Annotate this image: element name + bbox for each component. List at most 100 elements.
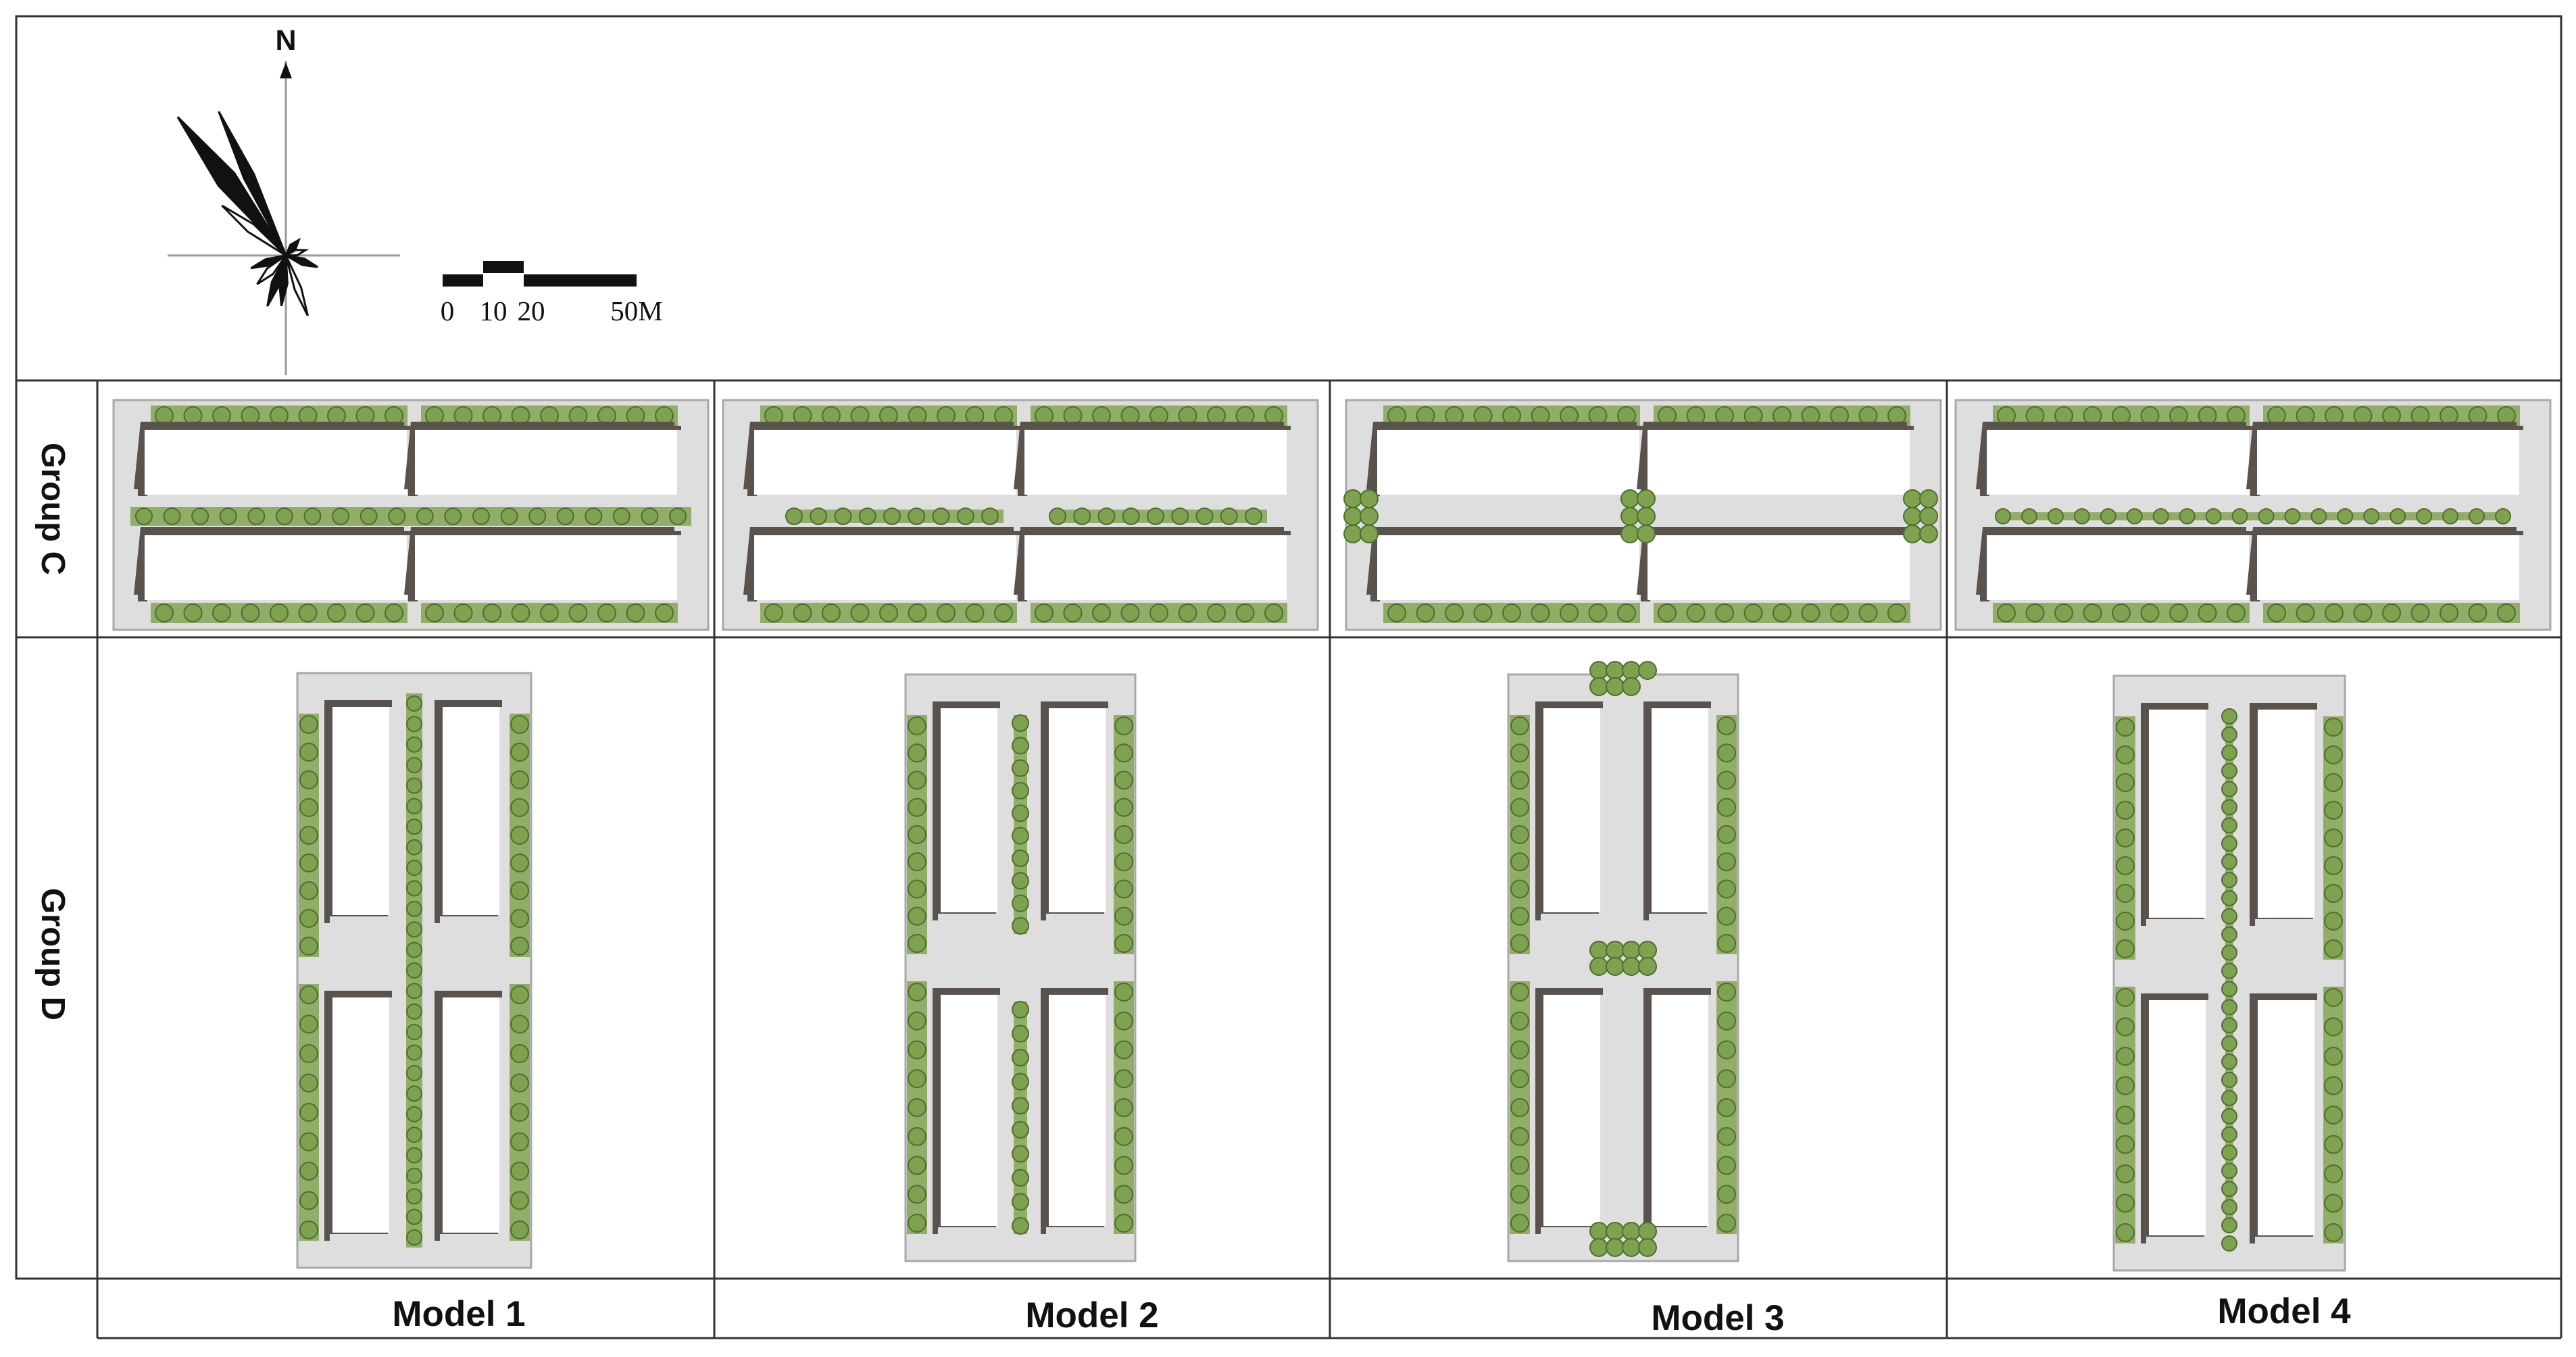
group-c-model-1-bottom-row-tree [482, 603, 501, 622]
group-c-model-4-bottom-row-tree [2410, 603, 2430, 622]
group-c-model-3-bottom-row-tree [1617, 603, 1636, 622]
group-c-model-3-building-ne-roof [1648, 430, 1910, 495]
group-c-model-1-bottom-row-tree [298, 603, 318, 622]
group-d-model-4-east-row-tree [2324, 773, 2343, 792]
group-d-model-1-east-row-tree [510, 715, 529, 734]
group-d-model-3-west-row-tree [1510, 1185, 1529, 1204]
group-d-model-1-center-row-tree [406, 1085, 422, 1102]
group-d-model-4-center-row-tree [2221, 889, 2237, 906]
group-c-model-3-building-se-roof [1648, 535, 1910, 600]
group-c-model-3-building-nw-roof [1377, 430, 1639, 495]
group-c-model-1-center-row-tree [275, 508, 293, 525]
group-d-model-1-east-row-tree [510, 1191, 529, 1210]
group-d-model-1-center-row-tree [406, 962, 422, 979]
group-d-model-3-tree-cluster-0 [1638, 661, 1657, 680]
group-d-model-1-building-ne-roof [443, 707, 499, 915]
group-c-model-2-bottom-row-tree [764, 603, 783, 622]
group-d-model-2-west-row-tree [908, 797, 926, 817]
group-c-model-1-bottom-row-tree [453, 603, 473, 622]
group-d-model-4-west-row-tree [2116, 912, 2135, 931]
group-d-model-4-center-row-tree [2221, 744, 2237, 761]
wind-rose-icon [176, 111, 318, 316]
group-d-model-1-west-row-tree [299, 985, 318, 1004]
group-d-model-1-center-row-tree [406, 1208, 422, 1225]
group-d-model-3-west-row-tree [1510, 1040, 1529, 1060]
group-c-model-3-building-sw-roof [1377, 535, 1639, 600]
scale-label-50m: 50M [610, 295, 662, 326]
group-c-model-4-center-row-tree [2179, 508, 2196, 524]
group-c-model-4-center-row-tree [2073, 508, 2090, 524]
group-d-model-3-west-row-tree [1510, 1069, 1529, 1089]
group-d-model-4-west-row-tree [2116, 1164, 2135, 1183]
group-c-model-4-bottom-row-tree [2439, 603, 2458, 622]
group-c-model-1-building-se-shadow [404, 527, 681, 601]
group-d-model-2-east-row-tree [1114, 852, 1133, 872]
group-d-model-2-center-row-tree [1012, 1145, 1029, 1163]
group-c-model-1-bottom-row-tree [212, 603, 231, 622]
row-label-group-d: Group D [34, 888, 71, 1020]
group-c-model-4-bottom-row-tree [2468, 603, 2487, 622]
group-d-model-2-east-row-tree [1114, 1156, 1133, 1175]
group-d-model-1-center-row-tree [406, 941, 422, 958]
group-d-model-1-west-row-tree [299, 937, 318, 956]
group-d-model-4-center-row-tree [2221, 1235, 2237, 1252]
group-c-model-2-building-sw-roof [754, 535, 1016, 600]
group-d-model-3-west-row-tree [1510, 983, 1529, 1002]
group-c-model-3-bottom-row-tree [1473, 603, 1493, 622]
group-c-model-4-bottom-row-tree [2054, 603, 2073, 622]
group-d-model-4-center-row-tree [2221, 1126, 2237, 1143]
group-c-model-1-building-sw-shadow [134, 527, 411, 601]
group-c-model-2-building-se-shadow [1014, 527, 1291, 601]
group-c-model-1-bottom-row-tree [626, 603, 645, 622]
group-c-model-4-center-row-tree [2310, 508, 2327, 524]
wind-rose-petal-9 [278, 255, 289, 307]
group-d-model-4-center-row-tree [2221, 762, 2237, 779]
group-c-model-3-tree-cluster-1 [1620, 507, 1639, 526]
group-c-model-3-tree-cluster-2 [1903, 524, 1922, 543]
group-c-model-4-center-row-tree [2363, 508, 2380, 524]
group-d-model-2-west-row-tree [908, 1098, 926, 1117]
group-d-model-3-tree-cluster-0 [1606, 661, 1625, 680]
group-d-model-2-west-row-tree [908, 852, 926, 872]
group-c-model-1-center-row-tree [332, 508, 350, 525]
wind-rose-petal-10 [256, 254, 287, 285]
group-d-model-1-east-row-tree [510, 743, 529, 762]
group-d-model-3-tree-cluster-1 [1589, 941, 1608, 960]
group-c-model-4-bottom-row-tree [2198, 603, 2217, 622]
group-d-model-3-west-row-tree [1510, 934, 1529, 953]
group-c-model-1-center-row-tree [612, 508, 630, 525]
group-c-model-4-bottom-row-tree [2169, 603, 2188, 622]
group-d-model-2-east-row-tree [1114, 1069, 1133, 1089]
group-d-model-2-west-row-tree [908, 906, 926, 926]
group-d-model-1-center-row-tree [406, 757, 422, 774]
group-c-model-4-building-se-shadow [2246, 527, 2523, 601]
group-c-model-1-center-row-tree [416, 508, 434, 525]
group-d-model-1-west-row-tree [299, 881, 318, 900]
group-c-model-3-tree-cluster-2 [1919, 489, 1938, 508]
group-c-model-4-bottom-row-tree [2267, 603, 2286, 622]
group-d-model-3-east-row-tree [1717, 1040, 1736, 1060]
group-c-model-4-bottom-row-tree [2325, 603, 2344, 622]
group-d-model-3-tree-cluster-0 [1622, 677, 1641, 696]
group-c-model-1-bottom-row-tree [655, 603, 674, 622]
group-d-model-4-center-row-tree [2221, 908, 2237, 924]
group-d-model-4-east-row-tree [2324, 1164, 2343, 1183]
group-d-model-2-east-row-tree [1114, 879, 1133, 899]
group-d-model-3-tree-cluster-1 [1638, 941, 1657, 960]
group-d-model-3-east-row-tree [1717, 983, 1736, 1002]
group-c-model-2-building-nw-roof [754, 430, 1016, 495]
group-d-model-3-tree-cluster-2 [1589, 1238, 1608, 1257]
group-d-model-2-west-row-tree [908, 1185, 926, 1204]
group-c-model-3-tree-cluster-1 [1637, 507, 1656, 526]
group-c-model-2-building-ne-roof [1024, 430, 1287, 495]
group-d-model-4-east-row-tree [2324, 884, 2343, 903]
group-d-model-2-east-row-tree [1114, 934, 1133, 953]
group-d-model-3-east-row-tree [1717, 934, 1736, 953]
group-d-model-2-building-ne-roof [1049, 708, 1106, 912]
group-c-model-3-tree-cluster-1 [1620, 489, 1639, 508]
group-d-model-2-center-row-tree [1012, 1097, 1029, 1115]
group-d-model-2-building-nw-roof [941, 708, 997, 912]
group-c-model-2-building-ne-shadow [1014, 422, 1291, 496]
group-c-model-4-bottom-row-tree [2497, 603, 2516, 622]
group-c-model-2-center-row-tree [810, 508, 828, 525]
